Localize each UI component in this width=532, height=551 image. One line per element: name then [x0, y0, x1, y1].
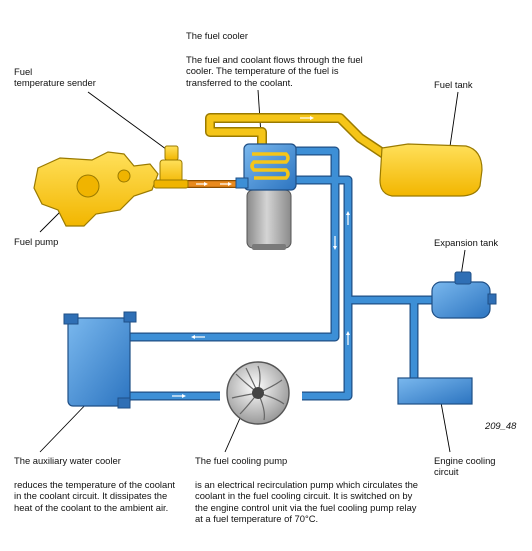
flow-arrow-down	[333, 236, 337, 250]
flow-arrow-fuel-2	[220, 182, 232, 186]
fuel-filter	[246, 189, 292, 250]
fuel-cooler-description: The fuel and coolant flows through the f…	[186, 54, 363, 88]
expansion-tank	[431, 271, 497, 319]
fuel-cooling-pump-description: is an electrical recirculation pump whic…	[195, 479, 419, 525]
fuel-cooler-coil	[250, 152, 290, 180]
flow-arrow-up-1	[346, 211, 350, 225]
flow-arrows	[172, 116, 350, 398]
engine-cooling-circuit	[397, 377, 473, 405]
flow-arrow-right	[172, 394, 186, 398]
fuel-return-pipe	[206, 114, 392, 161]
fuel-tank	[379, 143, 483, 197]
engine-cooling-circuit-label: Engine cooling circuit	[434, 455, 496, 478]
flow-arrow-fuel-1	[196, 182, 208, 186]
fuel-tank-label: Fuel tank	[434, 79, 473, 90]
fuel-cooling-pump-label: The fuel cooling pump	[195, 455, 288, 466]
fuel-pump	[33, 151, 159, 227]
aux-water-cooler-description: reduces the temperature of the coolant i…	[14, 479, 176, 513]
fuel-cooler-title: The fuel cooler	[186, 30, 249, 41]
leader-aux-cooler	[39, 397, 93, 453]
expansion-tank-label: Expansion tank	[434, 237, 499, 248]
flow-arrow-up-2	[346, 331, 350, 345]
leader-temp-sender	[87, 91, 171, 153]
flow-arrow-left	[191, 335, 205, 339]
aux-water-cooler-label: The auxiliary water cooler	[14, 455, 121, 466]
fuel-pump-label: Fuel pump	[14, 236, 59, 247]
flow-arrow-return	[300, 116, 314, 120]
fuel-cooling-pump	[226, 361, 290, 425]
fuel-temperature-sender	[153, 145, 189, 189]
fuel-temperature-sender-label: Fuel temperature sender	[14, 66, 96, 89]
fuel-cooler	[235, 143, 297, 191]
auxiliary-water-cooler	[63, 311, 137, 409]
figure-code: 209_48	[485, 420, 517, 431]
